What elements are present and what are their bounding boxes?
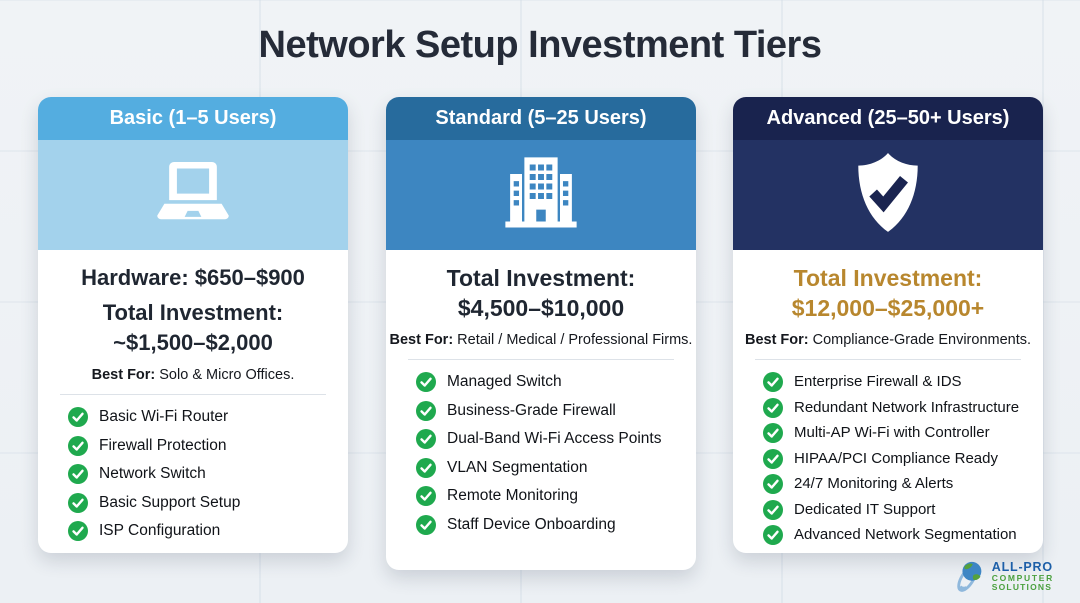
feature-label: Dual-Band Wi-Fi Access Points <box>447 430 662 448</box>
feature-label: HIPAA/PCI Compliance Ready <box>794 449 998 467</box>
check-circle-icon <box>763 499 783 520</box>
total-investment-value: $4,500–$10,000 <box>457 295 625 321</box>
check-circle-icon <box>416 514 436 535</box>
tier-card-standard: Standard (5–25 Users) Total Investment: … <box>386 97 696 570</box>
company-logo: ALL-PRO COMPUTER SOLUTIONS <box>953 554 1054 599</box>
tier-header-advanced: Advanced (25–50+ Users) <box>733 97 1043 140</box>
feature-item: ISP Configuration <box>68 521 334 541</box>
check-circle-icon <box>763 525 783 545</box>
best-for-text: Compliance-Grade Environments. <box>812 332 1032 348</box>
tier-header-standard: Standard (5–25 Users) <box>386 97 696 140</box>
feature-item: Redundant Network Infrastructure <box>763 397 1029 418</box>
feature-item: Enterprise Firewall & IDS <box>763 372 1029 392</box>
feature-label: Enterprise Firewall & IDS <box>794 373 962 391</box>
check-circle-icon <box>68 521 88 541</box>
best-for-label: Best For: <box>91 367 156 383</box>
feature-label: 24/7 Monitoring & Alerts <box>794 475 954 493</box>
feature-label: VLAN Segmentation <box>447 458 588 476</box>
divider <box>408 359 674 360</box>
tier-body: Total Investment: $12,000–$25,000+ Best … <box>733 250 1043 545</box>
tier-card-basic: Basic (1–5 Users) Hardware: $650–$900 To… <box>38 97 348 553</box>
feature-list: Managed Switch Business-Grade Firewall D… <box>386 369 696 535</box>
feature-label: Remote Monitoring <box>447 487 578 505</box>
feature-item: Business-Grade Firewall <box>416 400 682 421</box>
feature-item: Remote Monitoring <box>416 486 682 506</box>
feature-item: Dedicated IT Support <box>763 499 1029 520</box>
check-circle-icon <box>416 457 436 478</box>
feature-item: Multi-AP Wi-Fi with Controller <box>763 423 1029 443</box>
feature-item: HIPAA/PCI Compliance Ready <box>763 448 1029 469</box>
check-circle-icon <box>763 448 783 469</box>
check-circle-icon <box>763 397 783 418</box>
check-circle-icon <box>763 423 783 443</box>
divider <box>755 359 1021 360</box>
logo-text: ALL-PRO COMPUTER SOLUTIONS <box>991 560 1054 593</box>
feature-label: Basic Support Setup <box>99 493 241 511</box>
check-circle-icon <box>763 474 783 494</box>
feature-label: Basic Wi-Fi Router <box>99 408 229 426</box>
feature-item: Basic Wi-Fi Router <box>68 407 334 427</box>
best-for-line: Best For:Retail / Medical / Professional… <box>386 332 696 348</box>
feature-label: Firewall Protection <box>99 436 227 454</box>
feature-label: Staff Device Onboarding <box>447 515 616 533</box>
total-investment-value: ~$1,500–$2,000 <box>113 330 273 355</box>
best-for-label: Best For: <box>744 332 809 348</box>
check-circle-icon <box>416 429 436 449</box>
feature-label: Dedicated IT Support <box>794 500 936 518</box>
feature-item: Dual-Band Wi-Fi Access Points <box>416 429 682 449</box>
feature-item: 24/7 Monitoring & Alerts <box>763 474 1029 494</box>
feature-label: Network Switch <box>99 465 206 483</box>
feature-list: Enterprise Firewall & IDS Redundant Netw… <box>733 369 1043 545</box>
best-for-label: Best For: <box>389 332 454 348</box>
best-for-text: Retail / Medical / Professional Firms. <box>457 332 693 348</box>
laptop-icon <box>150 161 236 229</box>
check-circle-icon <box>416 486 436 506</box>
check-circle-icon <box>68 492 88 513</box>
check-circle-icon <box>416 400 436 421</box>
feature-item: Managed Switch <box>416 372 682 392</box>
best-for-line: Best For:Solo & Micro Offices. <box>38 367 348 383</box>
check-circle-icon <box>68 407 88 427</box>
globe-swoosh-icon <box>953 554 989 599</box>
feature-label: Redundant Network Infrastructure <box>794 398 1020 416</box>
feature-item: Basic Support Setup <box>68 492 334 513</box>
feature-item: Firewall Protection <box>68 435 334 456</box>
total-investment-label: Total Investment: <box>793 265 983 291</box>
best-for-line: Best For:Compliance-Grade Environments. <box>733 332 1043 348</box>
total-investment-value: $12,000–$25,000+ <box>791 295 985 321</box>
check-circle-icon <box>416 372 436 392</box>
tier-body: Total Investment: $4,500–$10,000 Best Fo… <box>386 250 696 535</box>
feature-label: Multi-AP Wi-Fi with Controller <box>794 424 990 442</box>
check-circle-icon <box>68 464 88 484</box>
check-circle-icon <box>763 372 783 392</box>
feature-item: Advanced Network Segmentation <box>763 525 1029 545</box>
shield-check-icon <box>851 152 925 238</box>
check-circle-icon <box>68 435 88 456</box>
tier-body: Hardware: $650–$900 Total Investment: ~$… <box>38 250 348 541</box>
feature-label: Business-Grade Firewall <box>447 401 616 419</box>
tier-card-advanced: Advanced (25–50+ Users) Total Investment… <box>733 97 1043 553</box>
page-title: Network Setup Investment Tiers <box>258 24 822 66</box>
divider <box>60 394 326 395</box>
logo-line-allpro: ALL-PRO <box>991 560 1053 575</box>
feature-label: Managed Switch <box>447 373 562 391</box>
tier-header-basic: Basic (1–5 Users) <box>38 97 348 140</box>
tier-icon-box <box>38 140 348 250</box>
best-for-text: Solo & Micro Offices. <box>159 367 295 383</box>
feature-list: Basic Wi-Fi Router Firewall Protection N… <box>38 404 348 541</box>
feature-item: Network Switch <box>68 464 334 484</box>
feature-item: VLAN Segmentation <box>416 457 682 478</box>
feature-item: Staff Device Onboarding <box>416 514 682 535</box>
total-investment-label: Total Investment: <box>102 300 284 325</box>
total-investment-label: Total Investment: <box>446 265 636 291</box>
hardware-price: Hardware: $650–$900 <box>81 265 305 290</box>
office-building-icon <box>503 156 579 234</box>
logo-line-solutions: SOLUTIONS <box>991 582 1053 593</box>
logo-line-computer: COMPUTER <box>991 573 1054 584</box>
tier-icon-box <box>733 140 1043 250</box>
tier-icon-box <box>386 140 696 250</box>
feature-label: Advanced Network Segmentation <box>794 526 1017 544</box>
feature-label: ISP Configuration <box>99 522 221 540</box>
